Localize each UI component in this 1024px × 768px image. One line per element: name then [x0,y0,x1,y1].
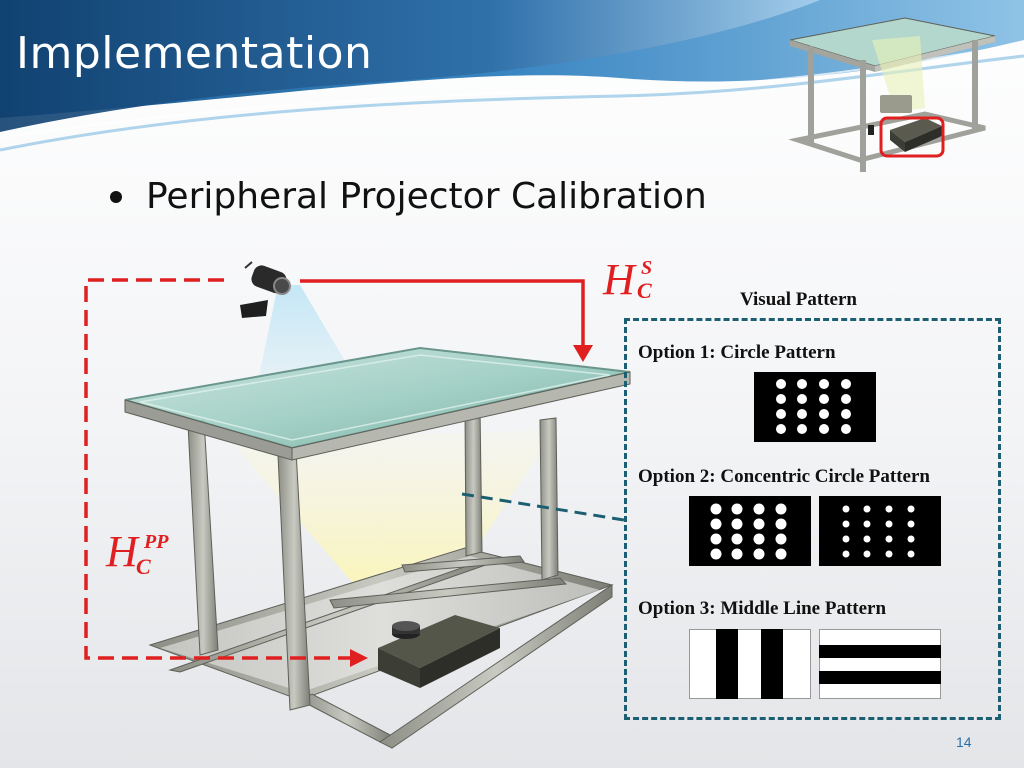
red-dashed-calibration-path [84,278,350,660]
bullet-dot-icon [110,190,122,203]
slide-title: Implementation [16,28,373,79]
red-dashed-arrowhead [350,649,368,667]
vertical-line-pattern-image [689,629,811,699]
red-solid-arrowhead [573,345,593,362]
option-1-label: Option 1: Circle Pattern [638,342,836,363]
homography-label-cpp: H PP C [106,527,169,579]
teal-dashed-connector [461,492,625,522]
bullet-text: Peripheral Projector Calibration [146,176,707,217]
horizontal-line-pattern-image [819,629,941,699]
option-3-label: Option 3: Middle Line Pattern [638,598,887,619]
table-top-glass [124,346,631,461]
concentric-pattern-image-b [819,496,941,566]
concentric-pattern-image-a [689,496,811,566]
option-2-label: Option 2: Concentric Circle Pattern [638,466,930,487]
red-solid-arrow [300,279,585,348]
page-number: 14 [956,734,972,750]
visual-pattern-panel [624,318,1001,720]
bullet-item: Peripheral Projector Calibration [110,176,707,217]
circle-pattern-image [754,372,876,442]
webcam-device [240,261,291,318]
table-thumbnail [788,17,996,172]
homography-label-cs: H S C [603,255,653,304]
peripheral-projector [378,615,500,688]
table-bottom-frame [148,547,614,749]
visual-pattern-heading: Visual Pattern [740,289,857,310]
